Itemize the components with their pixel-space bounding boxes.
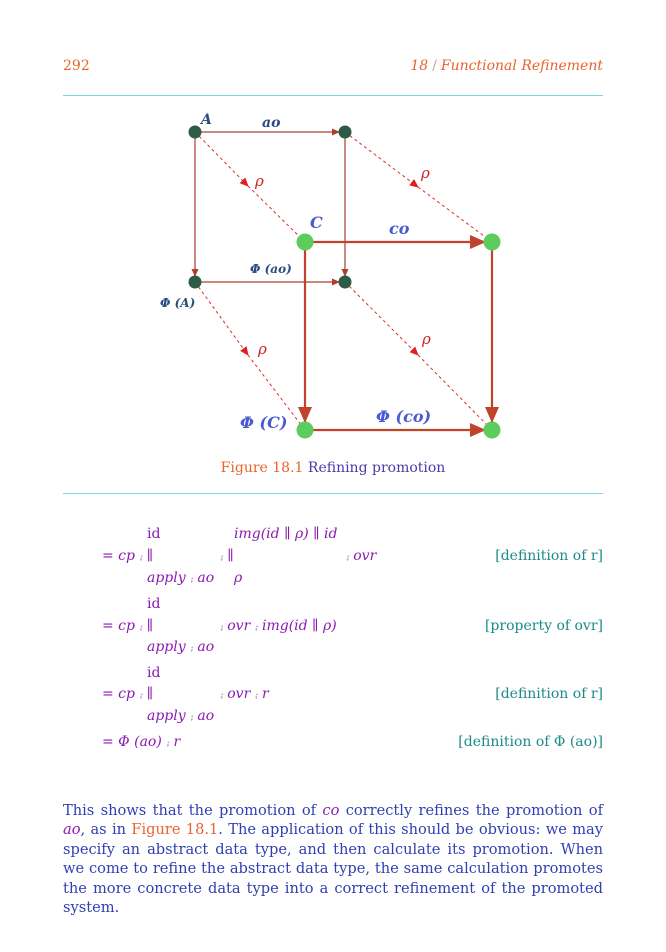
label-co: co <box>389 219 410 238</box>
rho-arrow-b-top <box>344 131 419 188</box>
nodes <box>188 125 501 439</box>
rho-arrow-a-bottom <box>194 281 249 356</box>
step3-justification: [definition of r] <box>495 686 603 702</box>
rho-arrow-a-top <box>194 131 249 187</box>
abstract-square <box>191 128 349 286</box>
step3-bot-apply: apply ⨾ ao <box>147 708 215 724</box>
para-text-4: . The application of this should be obvi… <box>63 821 603 917</box>
caption-number: Figure 18.1 <box>220 460 304 476</box>
node-c <box>296 233 314 251</box>
figure-rule <box>63 493 603 494</box>
figure-reference-link[interactable]: Figure 18.1 <box>131 821 219 839</box>
node-a <box>188 125 202 139</box>
label-rho-2: ρ <box>420 164 430 182</box>
header-separator: / <box>432 58 437 74</box>
rho-line-b-d <box>417 186 493 243</box>
step1-top-id: id <box>147 526 161 542</box>
label-rho-1: ρ <box>254 172 264 190</box>
node-phi-c-target <box>483 421 501 439</box>
node-phi-a <box>188 275 202 289</box>
figure-caption: Figure 18.1 Refining promotion <box>0 460 666 476</box>
chapter-number: 18 <box>410 58 429 74</box>
running-header: 18/Functional Refinement <box>410 58 603 74</box>
step4-result: = Φ (ao) ⨾ r <box>102 734 181 750</box>
step3-mid-b: ⨾ ovr ⨾ r <box>220 686 269 702</box>
step3-top-id: id <box>147 665 161 681</box>
step1-mid-b: ⨾ ∥ <box>220 548 234 564</box>
node-phi-c <box>296 421 314 439</box>
para-text-1: This shows that the promotion of <box>63 801 323 819</box>
step2-mid-b: ⨾ ovr ⨾ img(id ∥ ρ) <box>220 618 337 634</box>
step1-top-img: img(id ∥ ρ) ∥ id <box>234 526 338 542</box>
label-rho-3: ρ <box>257 340 267 358</box>
concrete-square <box>298 235 499 437</box>
rho-edges <box>194 131 493 431</box>
para-text-2: correctly refines the promotion of <box>339 801 603 819</box>
diagram-labels: A ao ρ ρ C co Φ (ao) Φ (A) ρ ρ Φ (C) Φ (… <box>160 112 431 432</box>
node-c-target <box>483 233 501 251</box>
rho-arrow-b-bottom <box>344 281 419 356</box>
step2-top-id: id <box>147 596 161 612</box>
para-co: co <box>322 801 340 819</box>
label-a: A <box>199 112 212 128</box>
label-phi-ao: Φ (ao) <box>250 262 292 276</box>
label-rho-4: ρ <box>421 330 431 348</box>
para-text-3: , as in <box>80 821 132 839</box>
label-phi-co: Φ (co) <box>376 407 431 426</box>
step1-justification: [definition of r] <box>495 548 603 564</box>
header-rule <box>63 95 603 96</box>
caption-text: Refining promotion <box>303 460 446 476</box>
step4-justification: [definition of Φ (ao)] <box>458 734 603 750</box>
node-a-target <box>338 125 352 139</box>
label-phi-c: Φ (C) <box>240 413 287 432</box>
step2-mid-a: = cp ⨾ ∥ <box>102 618 154 634</box>
para-ao: ao <box>63 821 81 839</box>
step2-justification: [property of ovr] <box>484 618 603 634</box>
step3-mid-a: = cp ⨾ ∥ <box>102 686 154 702</box>
step1-bot-apply: apply ⨾ ao <box>147 570 215 586</box>
step1-bot-rho: ρ <box>234 570 243 586</box>
refinement-cube-diagram: A ao ρ ρ C co Φ (ao) Φ (A) ρ ρ Φ (C) Φ (… <box>160 112 501 439</box>
page-number: 292 <box>63 58 90 74</box>
label-c: C <box>310 213 323 232</box>
rho-line-phia-phic <box>247 354 306 431</box>
step1-mid-a: = cp ⨾ ∥ <box>102 548 154 564</box>
step1-mid-c: ⨾ ovr <box>346 548 377 564</box>
label-ao: ao <box>262 115 280 131</box>
node-phi-a-target <box>338 275 352 289</box>
rho-line-a-c <box>247 185 306 243</box>
step2-bot-apply: apply ⨾ ao <box>147 639 215 655</box>
label-phi-a: Φ (A) <box>160 296 195 310</box>
body-paragraph: This shows that the promotion of co corr… <box>63 801 603 918</box>
chapter-title: Functional Refinement <box>440 58 603 74</box>
